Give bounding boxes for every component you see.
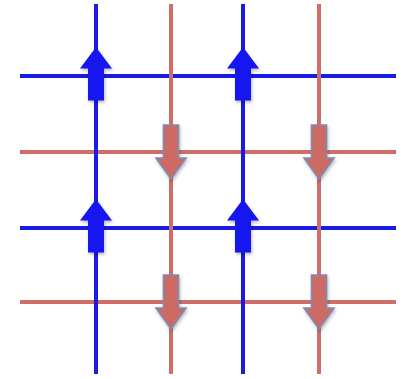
up-arrow-icon [227, 199, 259, 253]
horizontal-lines [20, 74, 396, 304]
vertical-lines [94, 4, 321, 374]
down-arrow-icon [302, 124, 336, 181]
up-arrow-icon [80, 47, 112, 101]
down-arrow-icon [154, 274, 188, 331]
up-arrow-icon [80, 199, 112, 253]
down-arrow-icon [154, 124, 188, 181]
down-arrow-icon [302, 274, 336, 331]
spin-arrows [80, 47, 336, 331]
up-arrow-icon [227, 47, 259, 101]
